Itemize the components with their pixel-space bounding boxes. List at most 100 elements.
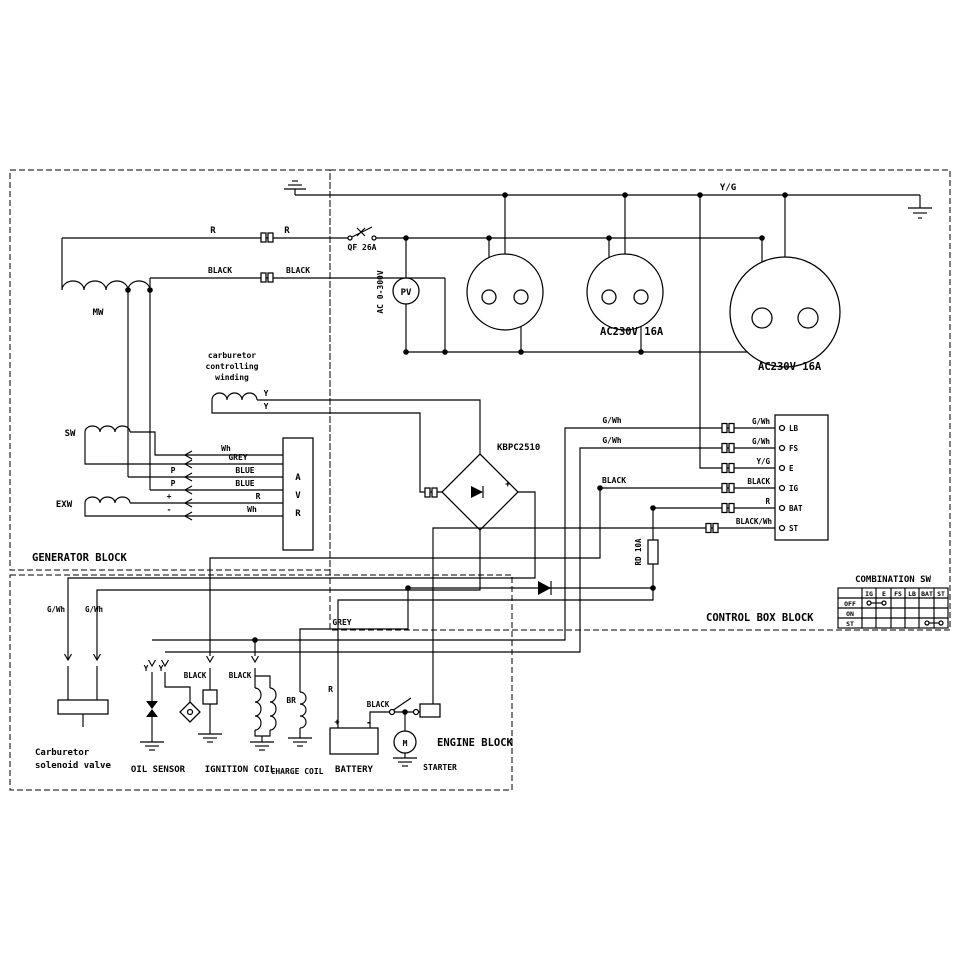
pin-connector: LB FS E IG BAT ST [774, 414, 829, 541]
valve-icon [146, 709, 158, 717]
wire-label-wh: Wh [247, 505, 257, 514]
kbpc-rectifier: KBPC2510 + [67, 443, 540, 660]
wire-label-r: R [210, 226, 216, 236]
wire-label-black: BLACK [208, 266, 232, 275]
ground-icon [198, 733, 222, 743]
carb-winding-caption: winding [215, 372, 249, 382]
ignition-coil: BLACK BLACK IGNITION COIL [184, 655, 277, 775]
pin-wire-label: BLACK [747, 477, 770, 486]
arrow-down-icon [64, 653, 72, 662]
spark-plug-icon [202, 689, 218, 705]
battery-minus: - [366, 717, 372, 729]
earth-icon [908, 207, 932, 219]
terminal-mark-minus: - [167, 505, 172, 514]
wire-label-r: R [328, 685, 333, 694]
charge-diode-icon [538, 581, 551, 595]
charge-coil-caption: CHARGE COIL [271, 767, 324, 776]
wire-label-black: BLACK [602, 476, 626, 485]
sw-row: ON [846, 610, 854, 618]
coil-icon [299, 691, 307, 729]
charge-coil: BR CHARGE COIL GREY [271, 618, 352, 776]
sw-col: E [882, 590, 886, 598]
connector-pair-icon [267, 272, 274, 283]
terminal-mark-plus: + [167, 492, 172, 501]
wire-label-gwh: G/Wh [602, 416, 621, 425]
qf-breaker [347, 226, 377, 241]
breaker-label: QF 26A [348, 243, 377, 252]
rd-fuse [647, 539, 659, 565]
outlet-large: AC230V 16A [729, 195, 841, 373]
outlet-1 [466, 195, 544, 352]
battery-caption: BATTERY [335, 765, 374, 775]
sw-col: ST [937, 590, 945, 598]
terminal-mark-p: P [171, 479, 176, 488]
neutral-circuit: BLACK BLACK [150, 266, 808, 353]
sw-col: FS [894, 590, 902, 598]
carb-winding-caption: controlling [206, 361, 259, 371]
terminal-mark-p: P [171, 466, 176, 475]
wire-label-y: Y [264, 402, 269, 411]
pin-label: ST [789, 524, 799, 533]
wire-label-black: BLACK [184, 671, 207, 680]
oil-sensor: Y Y OIL SENSOR [131, 659, 201, 775]
ground-icon [140, 741, 164, 751]
carb-winding-caption: carburetor [208, 351, 256, 360]
wire-label-r: R [284, 226, 290, 236]
ground-icon [250, 741, 274, 751]
generator-block-title: GENERATOR BLOCK [32, 552, 128, 564]
arrow-down-icon [161, 659, 169, 668]
starter-caption: STARTER [423, 763, 457, 772]
pin-label: FS [789, 444, 799, 453]
sw-connection-off [866, 600, 887, 606]
wire-label-gwh: G/Wh [47, 605, 65, 614]
ground-icon [288, 737, 312, 747]
wire-label-y: Y [264, 389, 269, 398]
pin-label: LB [789, 424, 799, 433]
wire-label-gwh: G/Wh [85, 605, 103, 614]
battery-plus: + [334, 718, 340, 728]
starter-switch: BLACK [367, 697, 441, 728]
exw-winding: EXW [56, 496, 283, 517]
avr-letter: R [295, 509, 301, 519]
rectifier-plus: + [505, 480, 511, 490]
outlet-2: AC230V 16A [586, 195, 664, 352]
sw-col: BAT [921, 590, 933, 598]
sw-connection-st [924, 620, 944, 626]
sw-col: IG [865, 590, 873, 598]
pin-label: E [789, 464, 794, 473]
fuse-label: RD 10A [634, 538, 643, 566]
sw-row: ST [846, 620, 854, 628]
carburetor-controlling-winding: carburetor controlling winding Y Y [206, 351, 481, 498]
valve-icon [146, 701, 158, 709]
earth-icon [284, 180, 306, 195]
pin-wire-label: G/Wh [752, 417, 770, 426]
ignition-coil-caption: IGNITION COIL [205, 765, 276, 775]
connector-pair-icon [424, 487, 431, 498]
arrow-down-icon [93, 653, 101, 662]
rectifier-label: KBPC2510 [497, 443, 540, 453]
connector-pair-icons [705, 422, 735, 534]
plug-arrow-icons [183, 450, 193, 521]
starter-relay [419, 703, 441, 718]
sw-col: LB [908, 590, 916, 598]
wire-label-yg: Y/G [720, 183, 736, 193]
wire-label-gwh: G/Wh [602, 436, 621, 445]
connector-pair-icon [267, 232, 274, 243]
pin-wire-label: BLACK/Wh [736, 517, 772, 526]
combination-sw-table: COMBINATION SW IG E FS LB BAT ST OFF ON … [837, 575, 949, 629]
diode-icon [471, 486, 483, 498]
pin-wire-label: R [765, 497, 770, 506]
sw-label: SW [65, 429, 76, 439]
pin-label: BAT [789, 504, 803, 513]
harness-wires: RD 10A G/Wh G/Wh BLACK G/Wh G/Wh Y/G BLA… [152, 195, 775, 728]
wire-label-black: BLACK [286, 266, 310, 275]
outlet-2-label: AC230V 16A [600, 326, 664, 338]
wire-label-wh: Wh [221, 444, 231, 453]
coil-icon [254, 687, 262, 731]
wire-label-blue: BLUE [235, 466, 254, 475]
mw-label: MW [93, 308, 104, 318]
connector-pair-icon [260, 272, 267, 283]
wire-label-grey: GREY [332, 618, 351, 627]
wire-label-y: Y [144, 664, 149, 673]
